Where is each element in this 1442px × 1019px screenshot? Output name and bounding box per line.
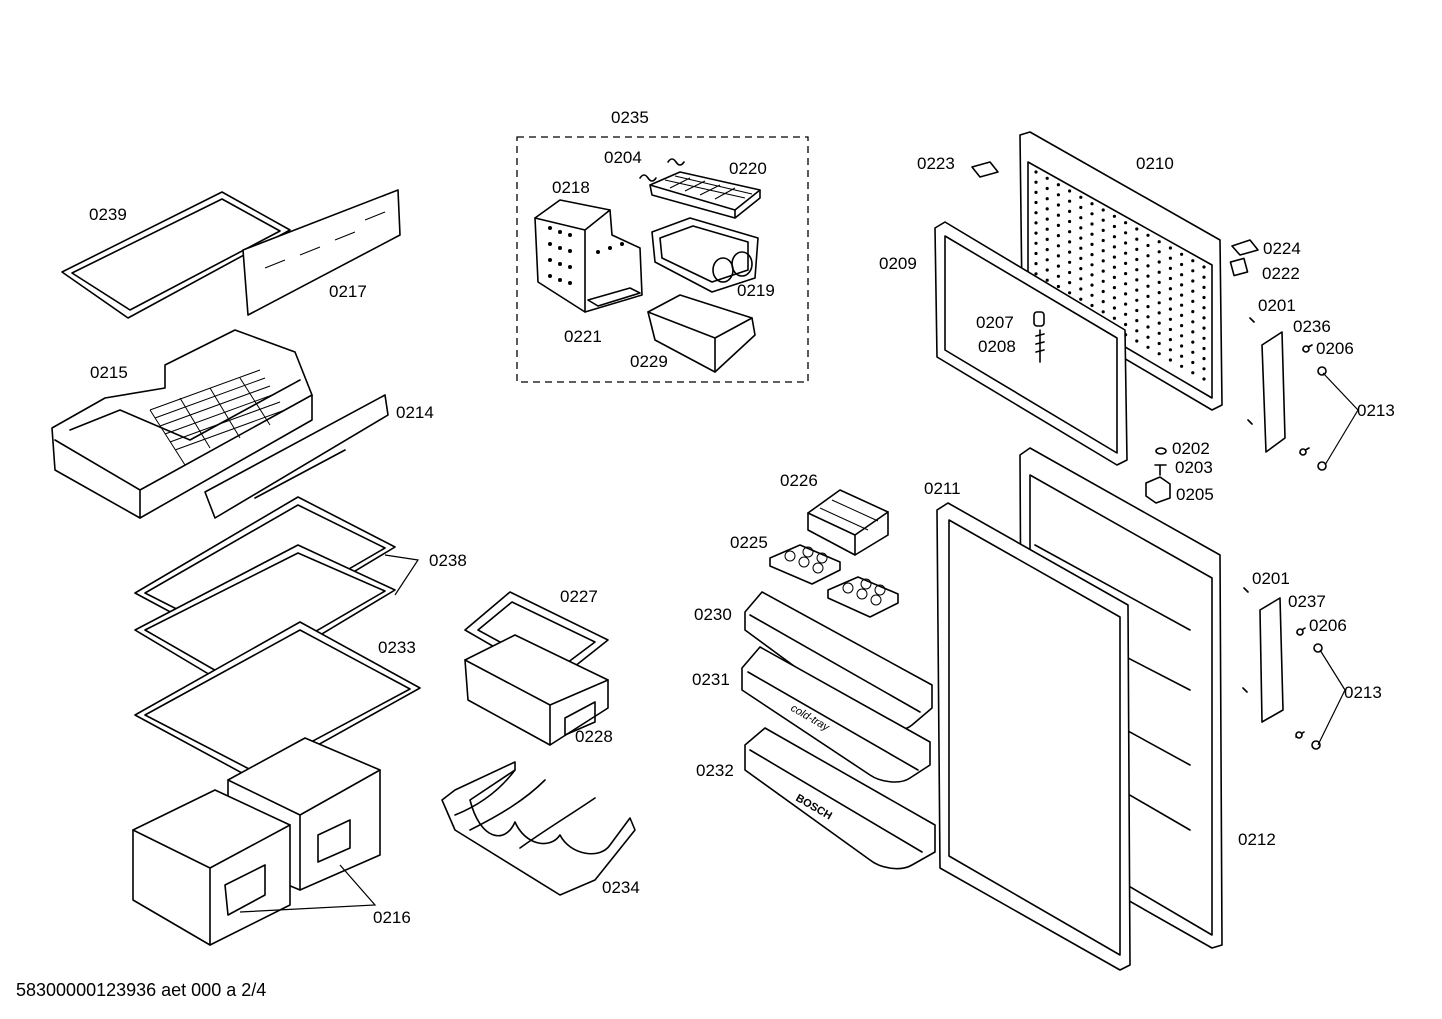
label-0230: 0230: [694, 605, 732, 624]
label-0213-upper: 0213: [1357, 401, 1395, 420]
part-0223-hinge-cover: [971, 161, 999, 178]
label-0202: 0202: [1172, 439, 1210, 458]
part-0216-storage-bins: [132, 737, 381, 946]
label-0201-lower: 0201: [1252, 569, 1290, 588]
part-0204-spring: [639, 158, 685, 182]
label-0233: 0233: [378, 638, 416, 657]
part-0213-caps-upper: [1317, 366, 1327, 471]
label-0204: 0204: [604, 148, 642, 167]
part-0231-door-shelf: [741, 646, 931, 783]
part-0202-washer: [1155, 447, 1167, 455]
label-0209: 0209: [879, 254, 917, 273]
part-0205-hinge-block: [1145, 476, 1171, 504]
label-0237: 0237: [1288, 592, 1326, 611]
label-0234: 0234: [602, 878, 640, 897]
part-0208-screw: [1035, 329, 1045, 363]
part-0207-stop: [1033, 311, 1045, 327]
part-0215-fruit-drawer: [51, 329, 313, 519]
part-0236-door-handle: [1247, 317, 1286, 453]
label-0239: 0239: [89, 205, 127, 224]
label-0229: 0229: [630, 352, 668, 371]
label-0207: 0207: [976, 313, 1014, 332]
part-0206-screw-lower: [1295, 627, 1306, 739]
label-0224: 0224: [1263, 239, 1301, 258]
label-0228: 0228: [575, 727, 613, 746]
label-0214: 0214: [396, 403, 434, 422]
label-0213-lower: 0213: [1344, 683, 1382, 702]
part-0226-butter-dish: [807, 489, 889, 556]
label-0220: 0220: [729, 159, 767, 178]
part-0214-drawer-cover: [204, 394, 389, 519]
label-0203: 0203: [1175, 458, 1213, 477]
label-0235: 0235: [611, 108, 649, 127]
label-0201-upper: 0201: [1258, 296, 1296, 315]
label-0227: 0227: [560, 587, 598, 606]
part-0239-glass-shelf: [61, 191, 291, 319]
label-0219: 0219: [737, 281, 775, 300]
label-0231: 0231: [692, 670, 730, 689]
label-0218: 0218: [552, 178, 590, 197]
label-0236: 0236: [1293, 317, 1331, 336]
part-0211-door-seal: [936, 502, 1131, 971]
label-0226: 0226: [780, 471, 818, 490]
part-0228-small-drawer: [464, 634, 609, 746]
part-0203-screw: [1154, 464, 1167, 476]
part-0224-hinge-cover: [1231, 239, 1259, 256]
part-0220-ice-tray: [649, 171, 761, 219]
label-0210: 0210: [1136, 154, 1174, 173]
label-0222: 0222: [1262, 264, 1300, 283]
label-0206-upper: 0206: [1316, 339, 1354, 358]
label-0205: 0205: [1176, 485, 1214, 504]
label-0206-lower: 0206: [1309, 616, 1347, 635]
label-0232: 0232: [696, 761, 734, 780]
label-0221: 0221: [564, 327, 602, 346]
part-0229-small-tray: [647, 294, 756, 373]
part-0219-tray-frame: [651, 217, 759, 293]
label-0216: 0216: [373, 908, 411, 927]
leader-lines: [239, 372, 1359, 913]
part-0225-egg-trays: [769, 544, 899, 618]
part-0218-ice-box: [534, 199, 643, 313]
part-0222-cover-plate: [1229, 257, 1249, 277]
assembly-group-box-0235: [516, 136, 809, 383]
label-0223: 0223: [917, 154, 955, 173]
label-0238: 0238: [429, 551, 467, 570]
label-0212: 0212: [1238, 830, 1276, 849]
part-0233-glass-shelf: [134, 621, 421, 781]
label-0217: 0217: [329, 282, 367, 301]
label-0211: 0211: [924, 479, 961, 498]
part-0234-bottle-rack: [441, 761, 636, 896]
part-0237-door-handle: [1242, 587, 1284, 723]
part-0206-screw-upper: [1299, 344, 1313, 456]
label-0225: 0225: [730, 533, 768, 552]
part-labels: 0235 0204 0220 0218 0219 0221 0229 0239 …: [89, 108, 1395, 927]
label-0208: 0208: [978, 337, 1016, 356]
part-0213-caps-lower: [1311, 643, 1323, 750]
part-0217-front-panel: [242, 189, 401, 316]
drawing-number: 58300000123936 aet 000 a 2/4: [16, 980, 267, 1000]
label-0215: 0215: [90, 363, 128, 382]
part-0238-glass-shelves: [134, 496, 396, 689]
part-0209-door-seal: [934, 221, 1128, 466]
part-0232-door-shelf: [744, 727, 936, 870]
part-0221-strip: [587, 287, 641, 307]
